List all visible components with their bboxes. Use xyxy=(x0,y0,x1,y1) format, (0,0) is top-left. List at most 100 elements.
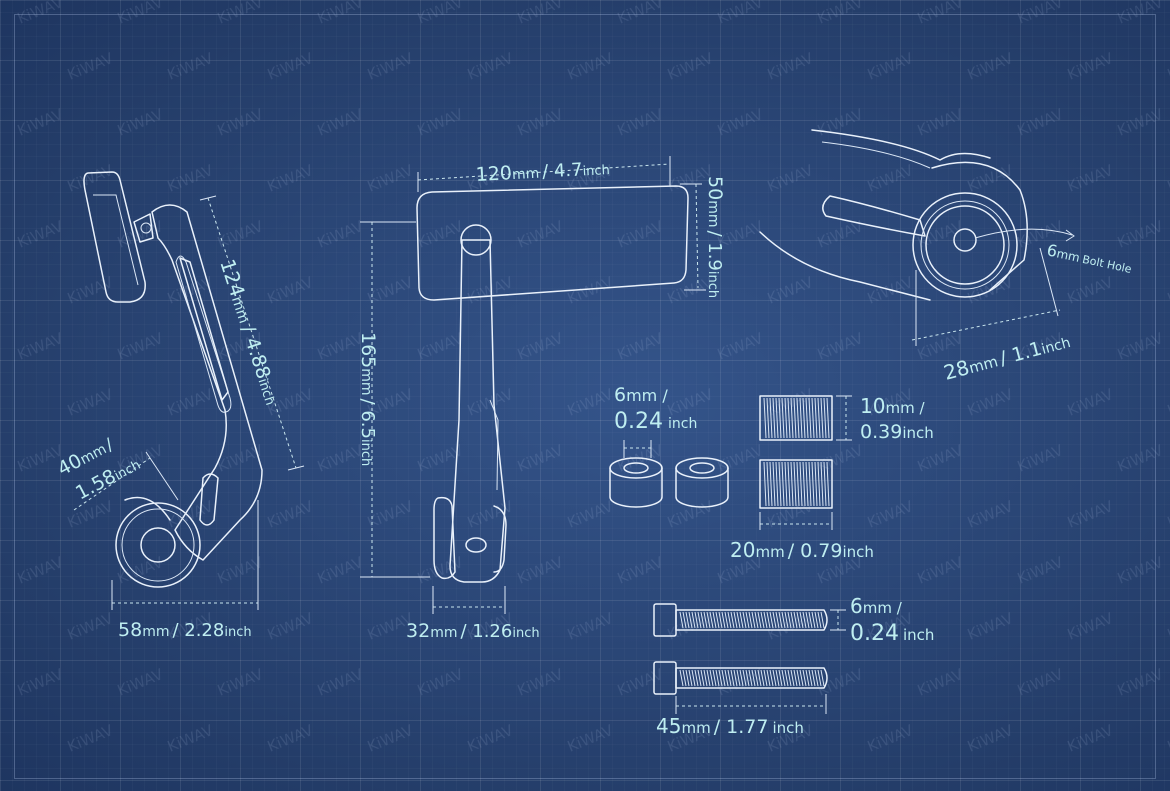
watermark-text: KiWAV xyxy=(415,105,467,140)
watermark-text: KiWAV xyxy=(15,329,67,364)
watermark-text: KiWAV xyxy=(265,721,317,756)
watermark-text: KiWAV xyxy=(965,497,1017,532)
watermark-text: KiWAV xyxy=(665,385,717,420)
watermark-text: KiWAV xyxy=(1015,665,1067,700)
watermark-text: KiWAV xyxy=(515,105,567,140)
watermark-text: KiWAV xyxy=(615,0,667,28)
watermark-text: KiWAV xyxy=(165,385,217,420)
watermark-text: KiWAV xyxy=(1065,385,1117,420)
watermark-text: KiWAV xyxy=(515,329,567,364)
watermark-text: KiWAV xyxy=(415,329,467,364)
watermark-text: KiWAV xyxy=(315,217,367,252)
watermark-text: KiWAV xyxy=(1165,49,1170,84)
watermark-text: KiWAV xyxy=(765,161,817,196)
watermark-text: KiWAV xyxy=(915,441,967,476)
watermark-text: KiWAV xyxy=(1165,609,1170,644)
watermark-text: KiWAV xyxy=(565,49,617,84)
watermark-text: KiWAV xyxy=(915,0,967,28)
watermark-text: KiWAV xyxy=(865,721,917,756)
watermark-text: KiWAV xyxy=(65,721,117,756)
watermark-text: KiWAV xyxy=(515,217,567,252)
watermark-text: KiWAV xyxy=(965,721,1017,756)
clamp-diameter-dimension-line xyxy=(911,309,1061,341)
watermark-text: KiWAV xyxy=(165,161,217,196)
watermark-text: KiWAV xyxy=(1065,497,1117,532)
watermark-text: KiWAV xyxy=(615,553,667,588)
watermark-text: KiWAV xyxy=(665,497,717,532)
side-view-mirror xyxy=(83,171,263,588)
watermark-text: KiWAV xyxy=(1015,553,1067,588)
watermark-text: KiWAV xyxy=(15,665,67,700)
watermark-text: KiWAV xyxy=(1165,497,1170,532)
watermark-text: KiWAV xyxy=(715,441,767,476)
watermark-text: KiWAV xyxy=(115,105,167,140)
watermark-text: KiWAV xyxy=(1065,721,1117,756)
watermark-text: KiWAV xyxy=(1115,105,1167,140)
watermark-text: KiWAV xyxy=(315,553,367,588)
mirror-height-label: 50mm/ 1.9inch xyxy=(704,176,726,298)
watermark-text: KiWAV xyxy=(315,665,367,700)
watermark-text: KiWAV xyxy=(915,665,967,700)
watermark-text: KiWAV xyxy=(165,273,217,308)
watermark-text: KiWAV xyxy=(915,105,967,140)
watermark-text: KiWAV xyxy=(265,49,317,84)
insert-diameter-label-line1: 10mm / xyxy=(860,394,925,418)
watermark-text: KiWAV xyxy=(465,49,517,84)
watermark-text: KiWAV xyxy=(365,161,417,196)
watermark-text: KiWAV xyxy=(815,217,867,252)
watermark-text: KiWAV xyxy=(415,553,467,588)
watermark-text: KiWAV xyxy=(1165,385,1170,420)
watermark-text: KiWAV xyxy=(1115,441,1167,476)
base-width-label: 32mm/ 1.26inch xyxy=(406,620,540,642)
watermark-text: KiWAV xyxy=(1115,553,1167,588)
watermark-text: KiWAV xyxy=(1165,273,1170,308)
watermark-text: KiWAV xyxy=(465,721,517,756)
spacer-label-line1: 6mm / xyxy=(614,384,668,406)
watermark-text: KiWAV xyxy=(65,161,117,196)
watermark-text: KiWAV xyxy=(365,497,417,532)
watermark-text: KiWAV xyxy=(165,497,217,532)
watermark-text: KiWAV xyxy=(415,665,467,700)
watermark-text: KiWAV xyxy=(1115,665,1167,700)
watermark-text: KiWAV xyxy=(615,329,667,364)
watermark-text: KiWAV xyxy=(865,161,917,196)
watermark-text: KiWAV xyxy=(565,609,617,644)
watermark-text: KiWAV xyxy=(815,105,867,140)
watermark-text: KiWAV xyxy=(215,665,267,700)
watermark-text: KiWAV xyxy=(815,0,867,28)
watermark-text: KiWAV xyxy=(365,721,417,756)
watermark-text: KiWAV xyxy=(265,273,317,308)
watermark-text: KiWAV xyxy=(315,0,367,28)
watermark-text: KiWAV xyxy=(265,497,317,532)
watermark-text: KiWAV xyxy=(515,665,567,700)
watermark-text: KiWAV xyxy=(215,553,267,588)
watermark-text: KiWAV xyxy=(15,217,67,252)
watermark-text: KiWAV xyxy=(1115,329,1167,364)
watermark-text: KiWAV xyxy=(565,385,617,420)
watermark-text: KiWAV xyxy=(415,0,467,28)
watermark-text: KiWAV xyxy=(165,49,217,84)
watermark-text: KiWAV xyxy=(665,49,717,84)
watermark-text: KiWAV xyxy=(65,609,117,644)
clamp-detail-view xyxy=(759,129,1075,301)
bolt-pair xyxy=(653,603,828,695)
watermark-text: KiWAV xyxy=(1065,49,1117,84)
side-height-dimension-line xyxy=(207,197,297,469)
watermark-text: KiWAV xyxy=(765,49,817,84)
watermark-text: KiWAV xyxy=(1115,0,1167,28)
watermark-text: KiWAV xyxy=(1065,609,1117,644)
mirror-width-label: 120mm/ 4.7inch xyxy=(475,157,610,186)
watermark-text: KiWAV xyxy=(565,497,617,532)
watermark-text: KiWAV xyxy=(65,273,117,308)
watermark-text: KiWAV xyxy=(915,553,967,588)
watermark-text: KiWAV xyxy=(515,553,567,588)
spacer-pair xyxy=(609,457,729,508)
watermark-text: KiWAV xyxy=(1115,217,1167,252)
watermark-text: KiWAV xyxy=(1165,721,1170,756)
watermark-text: KiWAV xyxy=(865,49,917,84)
watermark-text: KiWAV xyxy=(815,329,867,364)
watermark-text: KiWAV xyxy=(515,0,567,28)
watermark-text: KiWAV xyxy=(465,497,517,532)
